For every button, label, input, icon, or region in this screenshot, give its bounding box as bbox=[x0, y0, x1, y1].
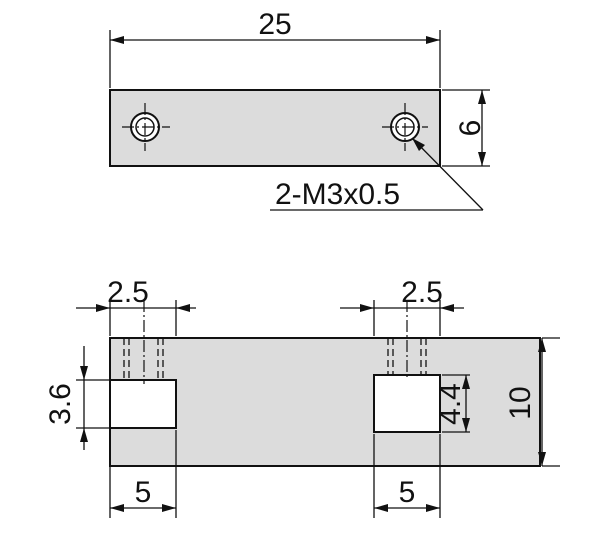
top-view-body bbox=[109, 89, 441, 167]
thread-callout: 2-M3x0.5 bbox=[270, 137, 484, 211]
dimension-depth-right: 5 bbox=[373, 434, 441, 518]
dimension-label-width: 25 bbox=[258, 8, 291, 41]
hidden-thread-left bbox=[123, 300, 164, 384]
hidden-thread-right bbox=[387, 300, 427, 380]
dimension-label-notch-right: 4.4 bbox=[434, 383, 467, 425]
dimension-notch-right-height: 4.4 bbox=[434, 374, 470, 433]
dimension-depth-left: 5 bbox=[109, 430, 177, 518]
front-view-body bbox=[109, 337, 541, 467]
thread-hole-right bbox=[382, 103, 428, 151]
dimension-label-slot-left: 2.5 bbox=[107, 276, 149, 309]
dimension-slot-right: 2.5 bbox=[340, 276, 464, 336]
dimension-label-slot-right: 2.5 bbox=[401, 276, 443, 309]
dimension-label-height: 6 bbox=[454, 120, 487, 137]
dimension-label-depth-right: 5 bbox=[399, 476, 416, 509]
dimension-notch-left-height: 3.6 bbox=[44, 346, 110, 450]
thread-hole-left bbox=[122, 103, 170, 151]
dimension-slot-left: 2.5 bbox=[76, 276, 196, 336]
notch-right bbox=[373, 374, 441, 433]
thread-callout-label: 2-M3x0.5 bbox=[275, 178, 400, 211]
dimension-height-6: 6 bbox=[442, 89, 490, 167]
dimension-label-total-height: 10 bbox=[504, 386, 537, 419]
dimension-label-depth-left: 5 bbox=[135, 476, 152, 509]
dimension-total-height: 10 bbox=[504, 337, 560, 467]
dimension-label-notch-left: 3.6 bbox=[44, 383, 77, 425]
top-view: 25 6 2-M3x0.5 bbox=[109, 8, 490, 211]
dimension-width-25: 25 bbox=[109, 8, 441, 88]
front-view: 2.5 2.5 3.6 4.4 bbox=[44, 276, 560, 518]
notch-left bbox=[109, 379, 177, 429]
